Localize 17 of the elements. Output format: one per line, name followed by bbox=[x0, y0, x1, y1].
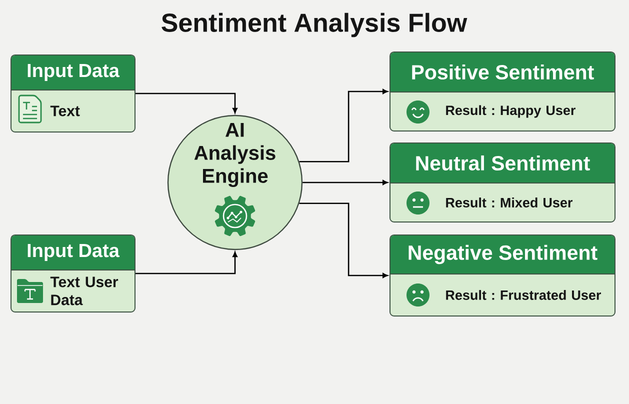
arrow bbox=[136, 252, 238, 274]
card-header: Negative Sentiment bbox=[390, 236, 616, 274]
arrow bbox=[299, 202, 388, 278]
input-text: Text User Data bbox=[50, 276, 118, 306]
card-header: Positive Sentiment bbox=[390, 52, 616, 92]
arrow bbox=[136, 92, 238, 114]
card-header: Input Data bbox=[10, 56, 136, 90]
result-text: Result : Frustrated User bbox=[446, 290, 601, 300]
result-text: Result : Happy User bbox=[446, 105, 576, 118]
engine-label: AI Analysis Engine bbox=[194, 123, 276, 187]
arrow bbox=[299, 89, 388, 162]
input-text: Text bbox=[50, 106, 80, 116]
card-header: Neutral Sentiment bbox=[390, 144, 616, 184]
title: Sentiment Analysis Flow bbox=[162, 12, 468, 38]
card-header: Input Data bbox=[10, 236, 136, 270]
arrow bbox=[302, 180, 388, 185]
result-text: Result : Mixed User bbox=[446, 198, 572, 208]
